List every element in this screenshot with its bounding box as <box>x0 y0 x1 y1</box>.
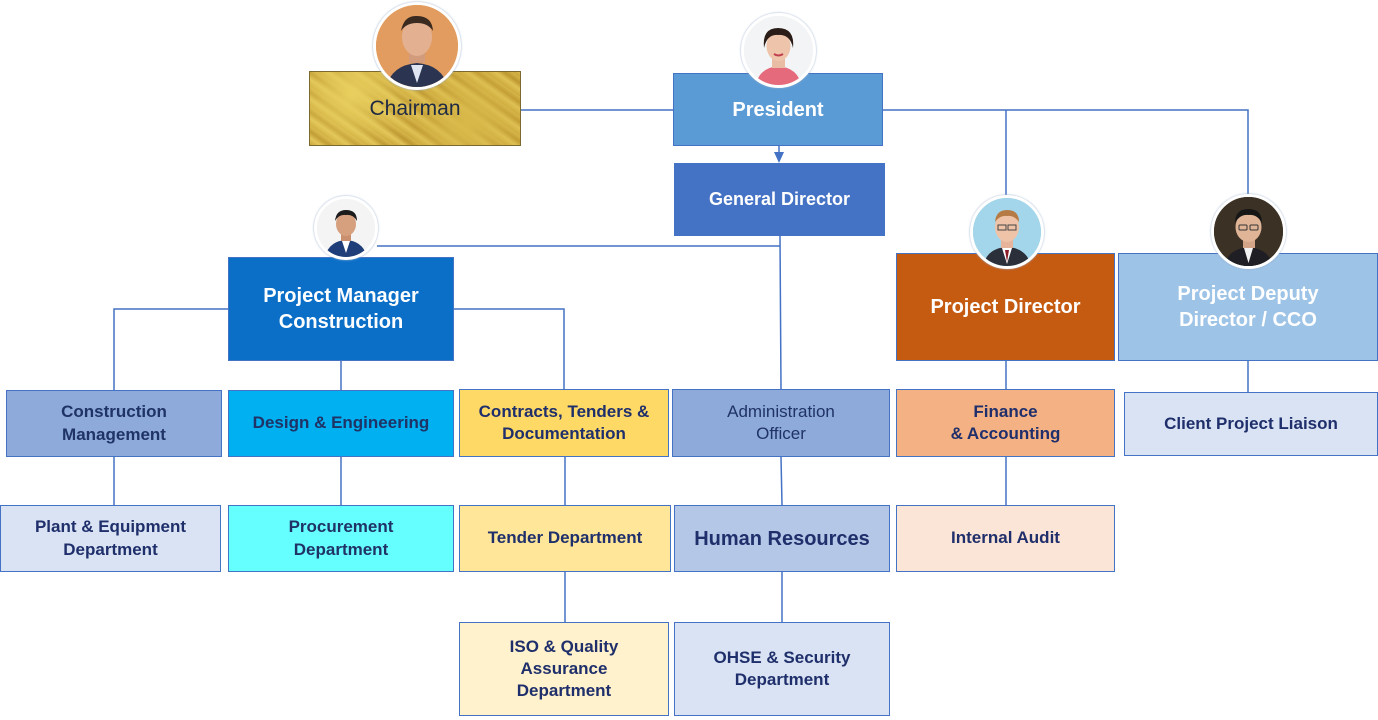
design-engineering-box: Design & Engineering <box>228 390 454 457</box>
project-manager-label: Project Manager Construction <box>263 285 419 333</box>
general-director-box: General Director <box>674 163 885 236</box>
client-project-liaison-box: Client Project Liaison <box>1124 392 1378 456</box>
project-deputy-director-avatar <box>1211 194 1286 269</box>
internal-audit-box: Internal Audit <box>896 505 1115 572</box>
project-director-label: Project Director <box>930 296 1081 318</box>
human-resources-box: Human Resources <box>674 505 890 572</box>
general-director-label: General Director <box>708 188 851 209</box>
plant-equipment-box: Plant & Equipment Department <box>0 505 221 572</box>
connector-pm-cm <box>113 308 228 390</box>
project-deputy-director-box: Project Deputy Director / CCO <box>1118 253 1378 361</box>
plant-equipment-label: Plant & Equipment Department <box>34 517 187 559</box>
ohse-security-label: OHSE & Security Department <box>713 647 851 689</box>
internal-audit-label: Internal Audit <box>951 528 1060 548</box>
ohse-security-box: OHSE & Security Department <box>674 622 890 716</box>
project-manager-box: Project Manager Construction <box>228 257 454 361</box>
tender-department-box: Tender Department <box>459 505 671 572</box>
connector-general-admin <box>779 235 782 390</box>
project-manager-avatar <box>314 196 378 260</box>
arrow-head <box>774 152 784 163</box>
construction-management-label: Construction Management <box>61 402 167 444</box>
chairman-label: Chairman <box>369 96 461 120</box>
chairman-avatar <box>373 2 461 90</box>
design-engineering-label: Design & Engineering <box>252 413 430 433</box>
contracts-tenders-box: Contracts, Tenders & Documentation <box>459 389 669 457</box>
connector-ao-hr <box>780 456 783 506</box>
president-label: President <box>732 98 824 121</box>
connector-president-deputy <box>883 109 1249 196</box>
administration-officer-label: Administration Officer <box>727 401 835 443</box>
project-director-avatar <box>970 195 1044 269</box>
construction-management-box: Construction Management <box>6 390 222 457</box>
administration-officer-box: Administration Officer <box>672 389 890 457</box>
connector-pm-ctd <box>454 308 565 389</box>
client-project-liaison-label: Client Project Liaison <box>1164 413 1338 433</box>
procurement-box: Procurement Department <box>228 505 454 572</box>
procurement-label: Procurement Department <box>288 517 394 559</box>
finance-accounting-label: Finance & Accounting <box>950 401 1061 443</box>
project-director-box: Project Director <box>896 253 1115 361</box>
finance-accounting-box: Finance & Accounting <box>896 389 1115 457</box>
iso-quality-box: ISO & Quality Assurance Department <box>459 622 669 716</box>
president-avatar <box>741 13 816 88</box>
human-resources-label: Human Resources <box>694 527 870 550</box>
iso-quality-label: ISO & Quality Assurance Department <box>509 636 619 701</box>
project-deputy-director-label: Project Deputy Director / CCO <box>1177 283 1319 331</box>
contracts-tenders-label: Contracts, Tenders & Documentation <box>478 401 650 443</box>
tender-department-label: Tender Department <box>487 528 643 548</box>
